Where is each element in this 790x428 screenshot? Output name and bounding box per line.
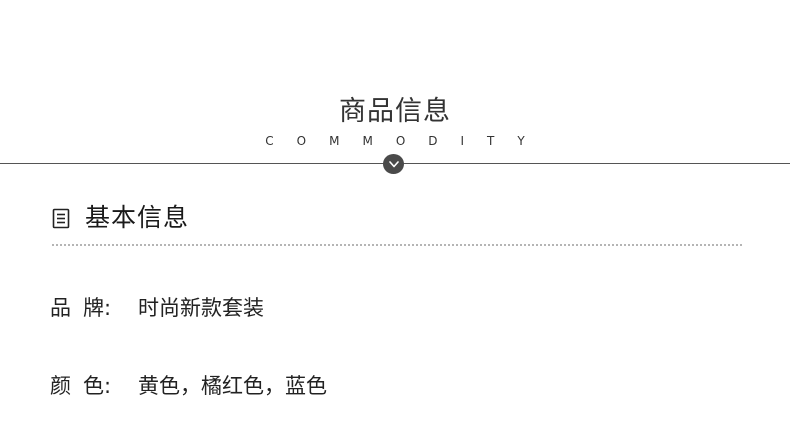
- info-row-color: 颜色: 黄色，橘红色，蓝色: [50, 370, 327, 400]
- dotted-separator: [52, 244, 742, 246]
- card-title: 基本信息: [85, 203, 190, 232]
- info-label: 品牌:: [50, 292, 138, 322]
- chevron-down-icon: [383, 154, 404, 174]
- document-icon: [51, 207, 71, 229]
- card-header: 基本信息: [51, 200, 189, 236]
- info-value: 时尚新款套装: [138, 296, 264, 320]
- info-row-brand: 品牌: 时尚新款套装: [50, 292, 264, 322]
- section-title: 商品信息: [339, 96, 451, 127]
- info-label: 颜色:: [50, 370, 138, 400]
- label-char: 色:: [83, 374, 112, 398]
- info-value: 黄色，橘红色，蓝色: [138, 374, 327, 398]
- section-subtitle: COMMODITY: [265, 134, 548, 148]
- label-char: 颜: [50, 374, 71, 398]
- label-char: 牌:: [83, 296, 112, 320]
- label-char: 品: [50, 296, 71, 320]
